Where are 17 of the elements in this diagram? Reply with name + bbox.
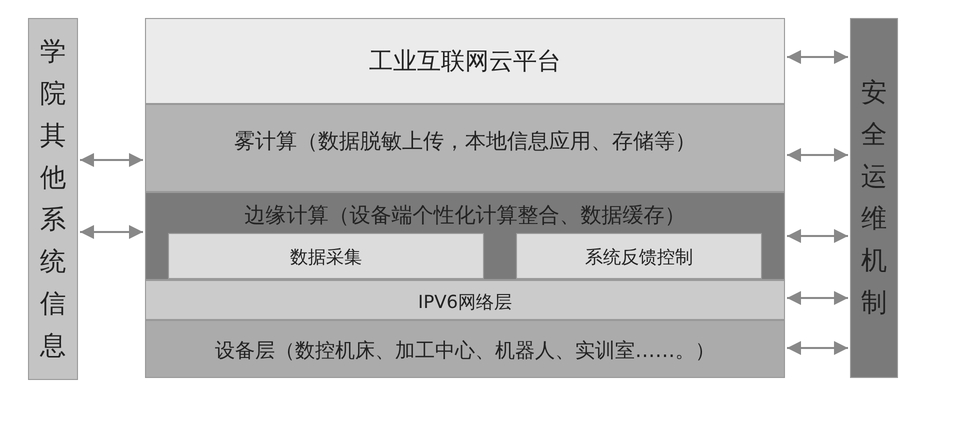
double-arrow — [787, 148, 848, 162]
side-bar: 学院其他系统信息 — [28, 18, 78, 380]
layer-band: IPV6网络层 — [145, 280, 785, 320]
module-box: 系统反馈控制 — [516, 233, 762, 279]
layer-title: 边缘计算（设备端个性化计算整合、数据缓存） — [244, 202, 686, 229]
module-box: 数据采集 — [168, 233, 484, 279]
side-bar: 安全运维机制 — [850, 18, 898, 378]
layer-band: 雾计算（数据脱敏上传，本地信息应用、存储等） — [145, 104, 785, 192]
double-arrow — [787, 229, 848, 243]
layer-band — [145, 192, 785, 280]
layer-band: 设备层（数控机床、加工中心、机器人、实训室……。） — [145, 320, 785, 378]
double-arrow — [787, 341, 848, 355]
double-arrow — [787, 291, 848, 305]
double-arrow — [787, 50, 848, 64]
double-arrow — [80, 225, 143, 239]
layer-band: 工业互联网云平台 — [145, 18, 785, 104]
double-arrow — [80, 153, 143, 167]
